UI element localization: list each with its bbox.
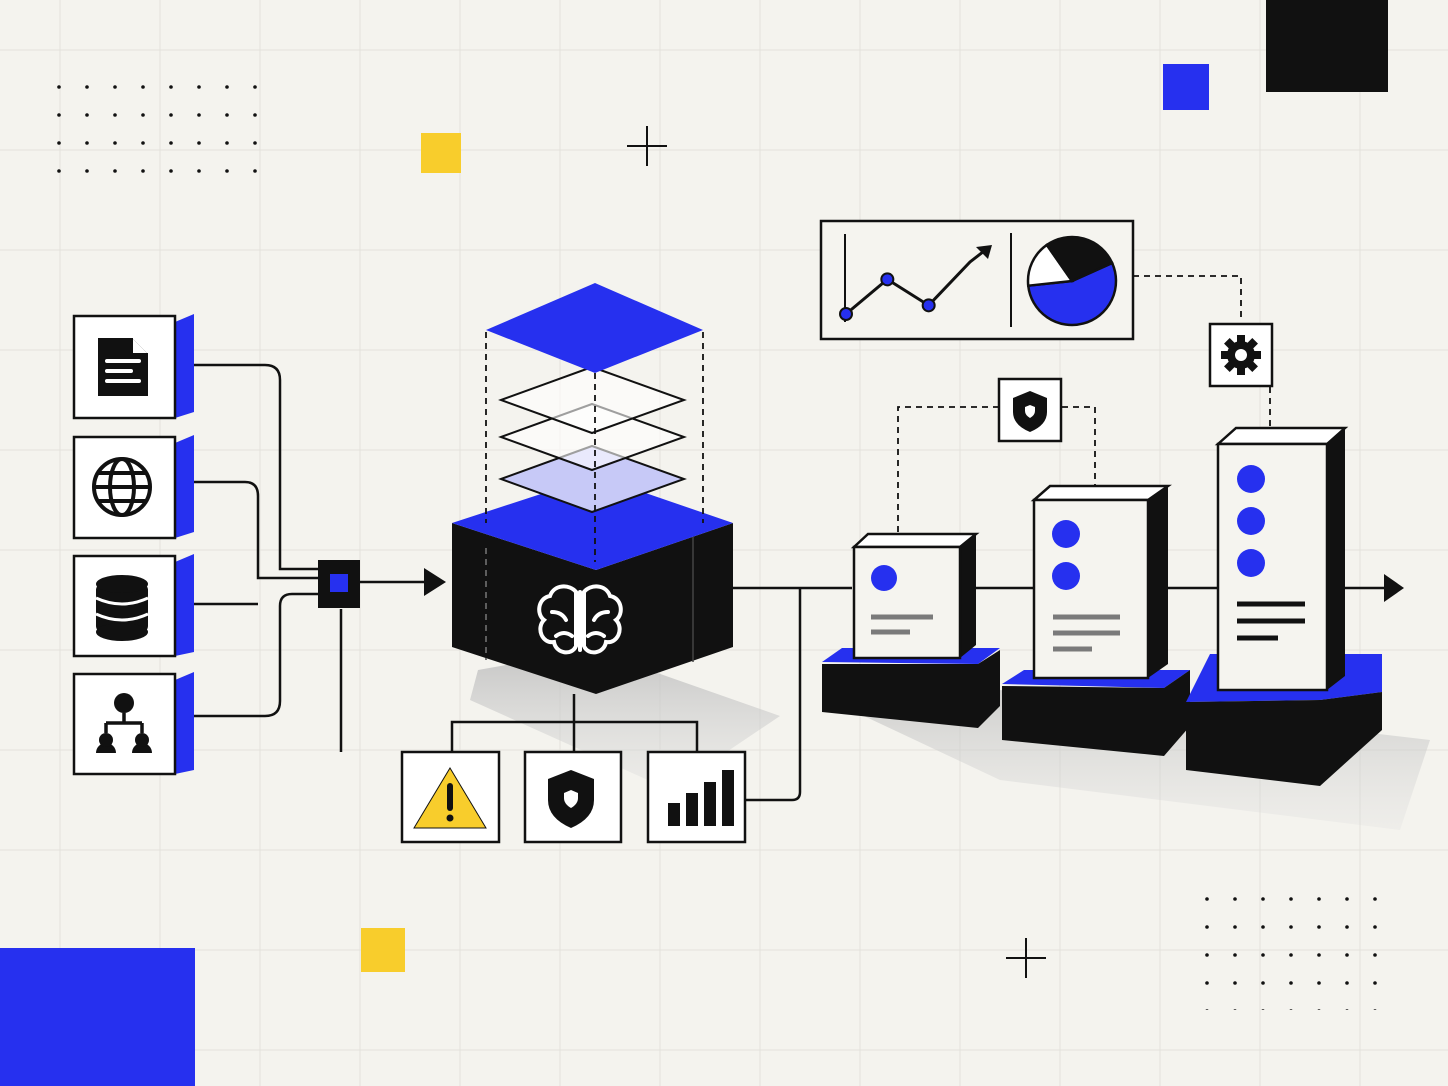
server-large bbox=[1216, 442, 1329, 692]
database-icon bbox=[95, 575, 149, 641]
brain-icon bbox=[537, 584, 623, 655]
core-side-face bbox=[596, 523, 733, 694]
shield-icon bbox=[548, 770, 594, 828]
line-chart-icon bbox=[839, 245, 992, 321]
layer-top-blue bbox=[486, 283, 703, 373]
server-small bbox=[852, 545, 962, 660]
line-chart-point bbox=[921, 298, 936, 313]
globe-icon bbox=[92, 457, 152, 517]
core-top-face bbox=[452, 476, 733, 570]
monitoring-dashed-links bbox=[897, 275, 1271, 532]
arrow-to-core bbox=[424, 568, 446, 596]
config-card bbox=[1208, 322, 1274, 388]
line-chart-point bbox=[880, 272, 895, 287]
line-chart-arrowhead bbox=[976, 245, 992, 259]
layer-upper bbox=[498, 365, 687, 435]
blue-block-bottom-left bbox=[0, 948, 195, 1086]
shield-icon bbox=[1013, 391, 1047, 432]
blue-square-top-right bbox=[1163, 64, 1209, 110]
document-icon bbox=[98, 338, 148, 396]
hierarchy-icon bbox=[96, 693, 152, 753]
black-block-top-right bbox=[1266, 0, 1388, 92]
warning-icon bbox=[413, 767, 487, 829]
hub-chip bbox=[318, 560, 360, 608]
input-sources bbox=[72, 314, 194, 776]
pie-chart-icon bbox=[1026, 235, 1118, 327]
pie-slice-black bbox=[1045, 235, 1114, 283]
bar-chart-icon bbox=[668, 770, 734, 826]
plus-mark-bottom bbox=[1006, 938, 1046, 978]
analytics-panel bbox=[819, 219, 1135, 341]
gear-icon bbox=[1221, 335, 1261, 375]
yellow-square-bottom bbox=[361, 928, 405, 972]
core-bottom-connectors bbox=[450, 586, 1386, 802]
dot-field-top-left bbox=[54, 74, 260, 196]
core-support-modules bbox=[400, 750, 747, 844]
deployment-servers bbox=[822, 426, 1430, 830]
pie-slice-blue bbox=[1026, 261, 1118, 327]
dot-field-bottom-right bbox=[1184, 888, 1390, 1010]
line-chart-point bbox=[839, 307, 853, 321]
yellow-square-top bbox=[421, 133, 461, 173]
access-card bbox=[997, 377, 1063, 443]
input-connectors bbox=[194, 363, 426, 752]
plus-mark-top bbox=[627, 126, 667, 166]
output-arrow bbox=[1384, 574, 1404, 602]
